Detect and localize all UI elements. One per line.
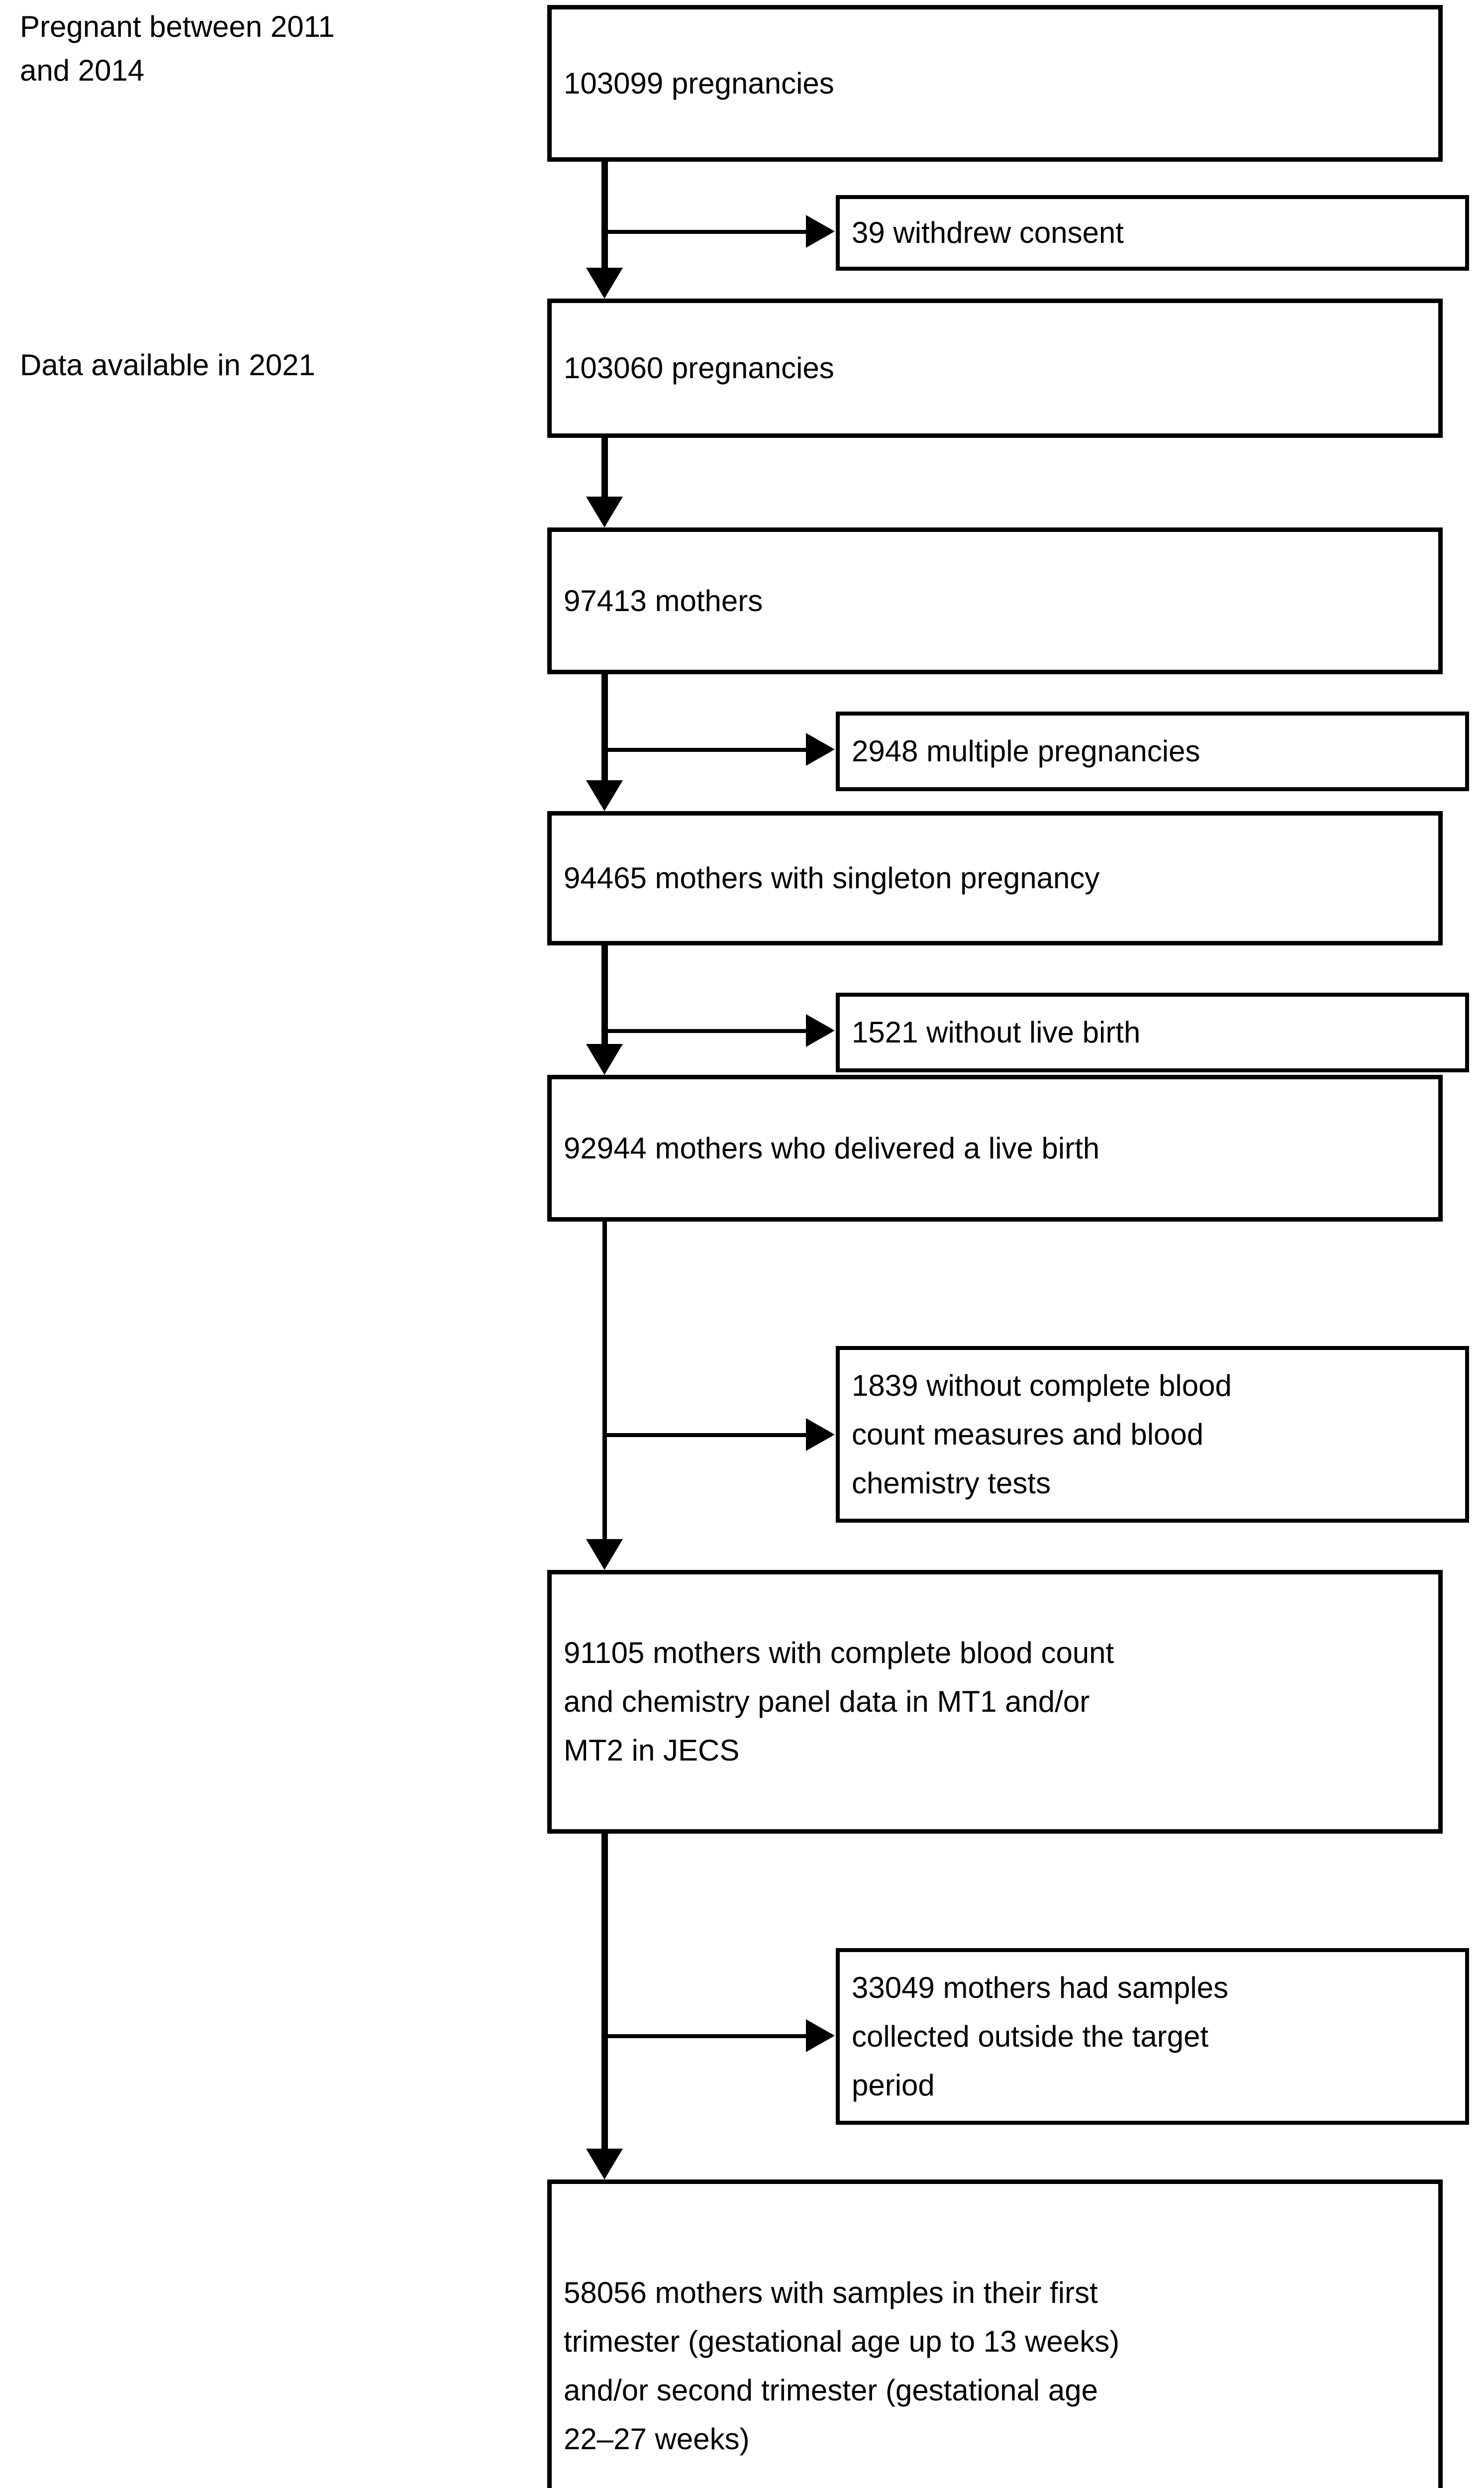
connector-arrow-3	[586, 780, 623, 811]
flow-node-excl-withdrew-consent[interactable]: 39 withdrew consent	[836, 195, 1469, 271]
flow-node-excl-no-live-birth-label: 1521 without live birth	[852, 1016, 1141, 1049]
connector-arrow-2	[586, 497, 623, 527]
flow-node-excl-outside-window-label: 33049 mothers had samples collected outs…	[852, 1970, 1229, 2102]
flow-node-excl-no-live-birth[interactable]: 1521 without live birth	[836, 993, 1469, 1072]
branch-arrow-5	[806, 2019, 835, 2052]
flow-node-pregnancies-consent[interactable]: 103060 pregnancies	[547, 299, 1443, 438]
branch-arrow-4	[806, 1418, 835, 1451]
connector-arrow-4	[586, 1044, 623, 1075]
branch-line-1	[604, 230, 806, 234]
connector-line-1	[601, 162, 608, 268]
flow-node-excl-withdrew-consent-label: 39 withdrew consent	[852, 216, 1124, 249]
connector-line-4	[601, 945, 608, 1044]
branch-line-2	[604, 748, 806, 752]
connector-line-5	[602, 1222, 607, 1539]
flow-node-mothers[interactable]: 97413 mothers	[547, 527, 1443, 674]
flow-node-final-analytic[interactable]: 58056 mothers with samples in their firs…	[547, 2179, 1443, 2488]
flow-node-excl-multiple-pregnancy-label: 2948 multiple pregnancies	[852, 734, 1200, 768]
flow-node-excl-outside-window[interactable]: 33049 mothers had samples collected outs…	[836, 1948, 1469, 2125]
flow-node-pregnancies-total[interactable]: 103099 pregnancies	[547, 5, 1443, 162]
branch-arrow-2	[806, 733, 835, 766]
flow-node-excl-no-blood-tests-label: 1839 without complete blood count measur…	[852, 1368, 1232, 1500]
flow-node-blood-data[interactable]: 91105 mothers with complete blood count …	[547, 1570, 1443, 1834]
connector-arrow-5	[586, 1539, 623, 1570]
connector-arrow-6	[586, 2149, 623, 2179]
connector-arrow-1	[586, 268, 623, 299]
branch-arrow-3	[806, 1014, 835, 1047]
flow-node-excl-multiple-pregnancy[interactable]: 2948 multiple pregnancies	[836, 712, 1469, 791]
connector-line-6	[601, 1834, 608, 2149]
branch-line-4	[604, 1433, 806, 1437]
branch-line-5	[604, 2034, 806, 2038]
flow-node-singleton-label: 94465 mothers with singleton pregnancy	[564, 861, 1100, 895]
flow-node-live-birth[interactable]: 92944 mothers who delivered a live birth	[547, 1075, 1443, 1222]
connector-line-2	[601, 438, 608, 497]
flow-node-pregnancies-consent-label: 103060 pregnancies	[564, 351, 834, 385]
flow-node-singleton[interactable]: 94465 mothers with singleton pregnancy	[547, 811, 1443, 945]
stage-label-enrollment: Pregnant between 2011 and 2014	[20, 10, 335, 87]
flow-node-mothers-label: 97413 mothers	[564, 584, 763, 618]
connector-line-3	[601, 674, 608, 780]
flow-node-pregnancies-total-label: 103099 pregnancies	[564, 66, 834, 100]
flow-node-blood-data-label: 91105 mothers with complete blood count …	[564, 1636, 1114, 1767]
flow-node-excl-no-blood-tests[interactable]: 1839 without complete blood count measur…	[836, 1346, 1469, 1523]
branch-line-3	[604, 1029, 806, 1033]
flow-node-final-analytic-label: 58056 mothers with samples in their firs…	[564, 2276, 1120, 2456]
stage-label-data-availability: Data available in 2021	[20, 348, 315, 382]
flow-node-live-birth-label: 92944 mothers who delivered a live birth	[564, 1131, 1100, 1165]
branch-arrow-1	[806, 215, 835, 248]
